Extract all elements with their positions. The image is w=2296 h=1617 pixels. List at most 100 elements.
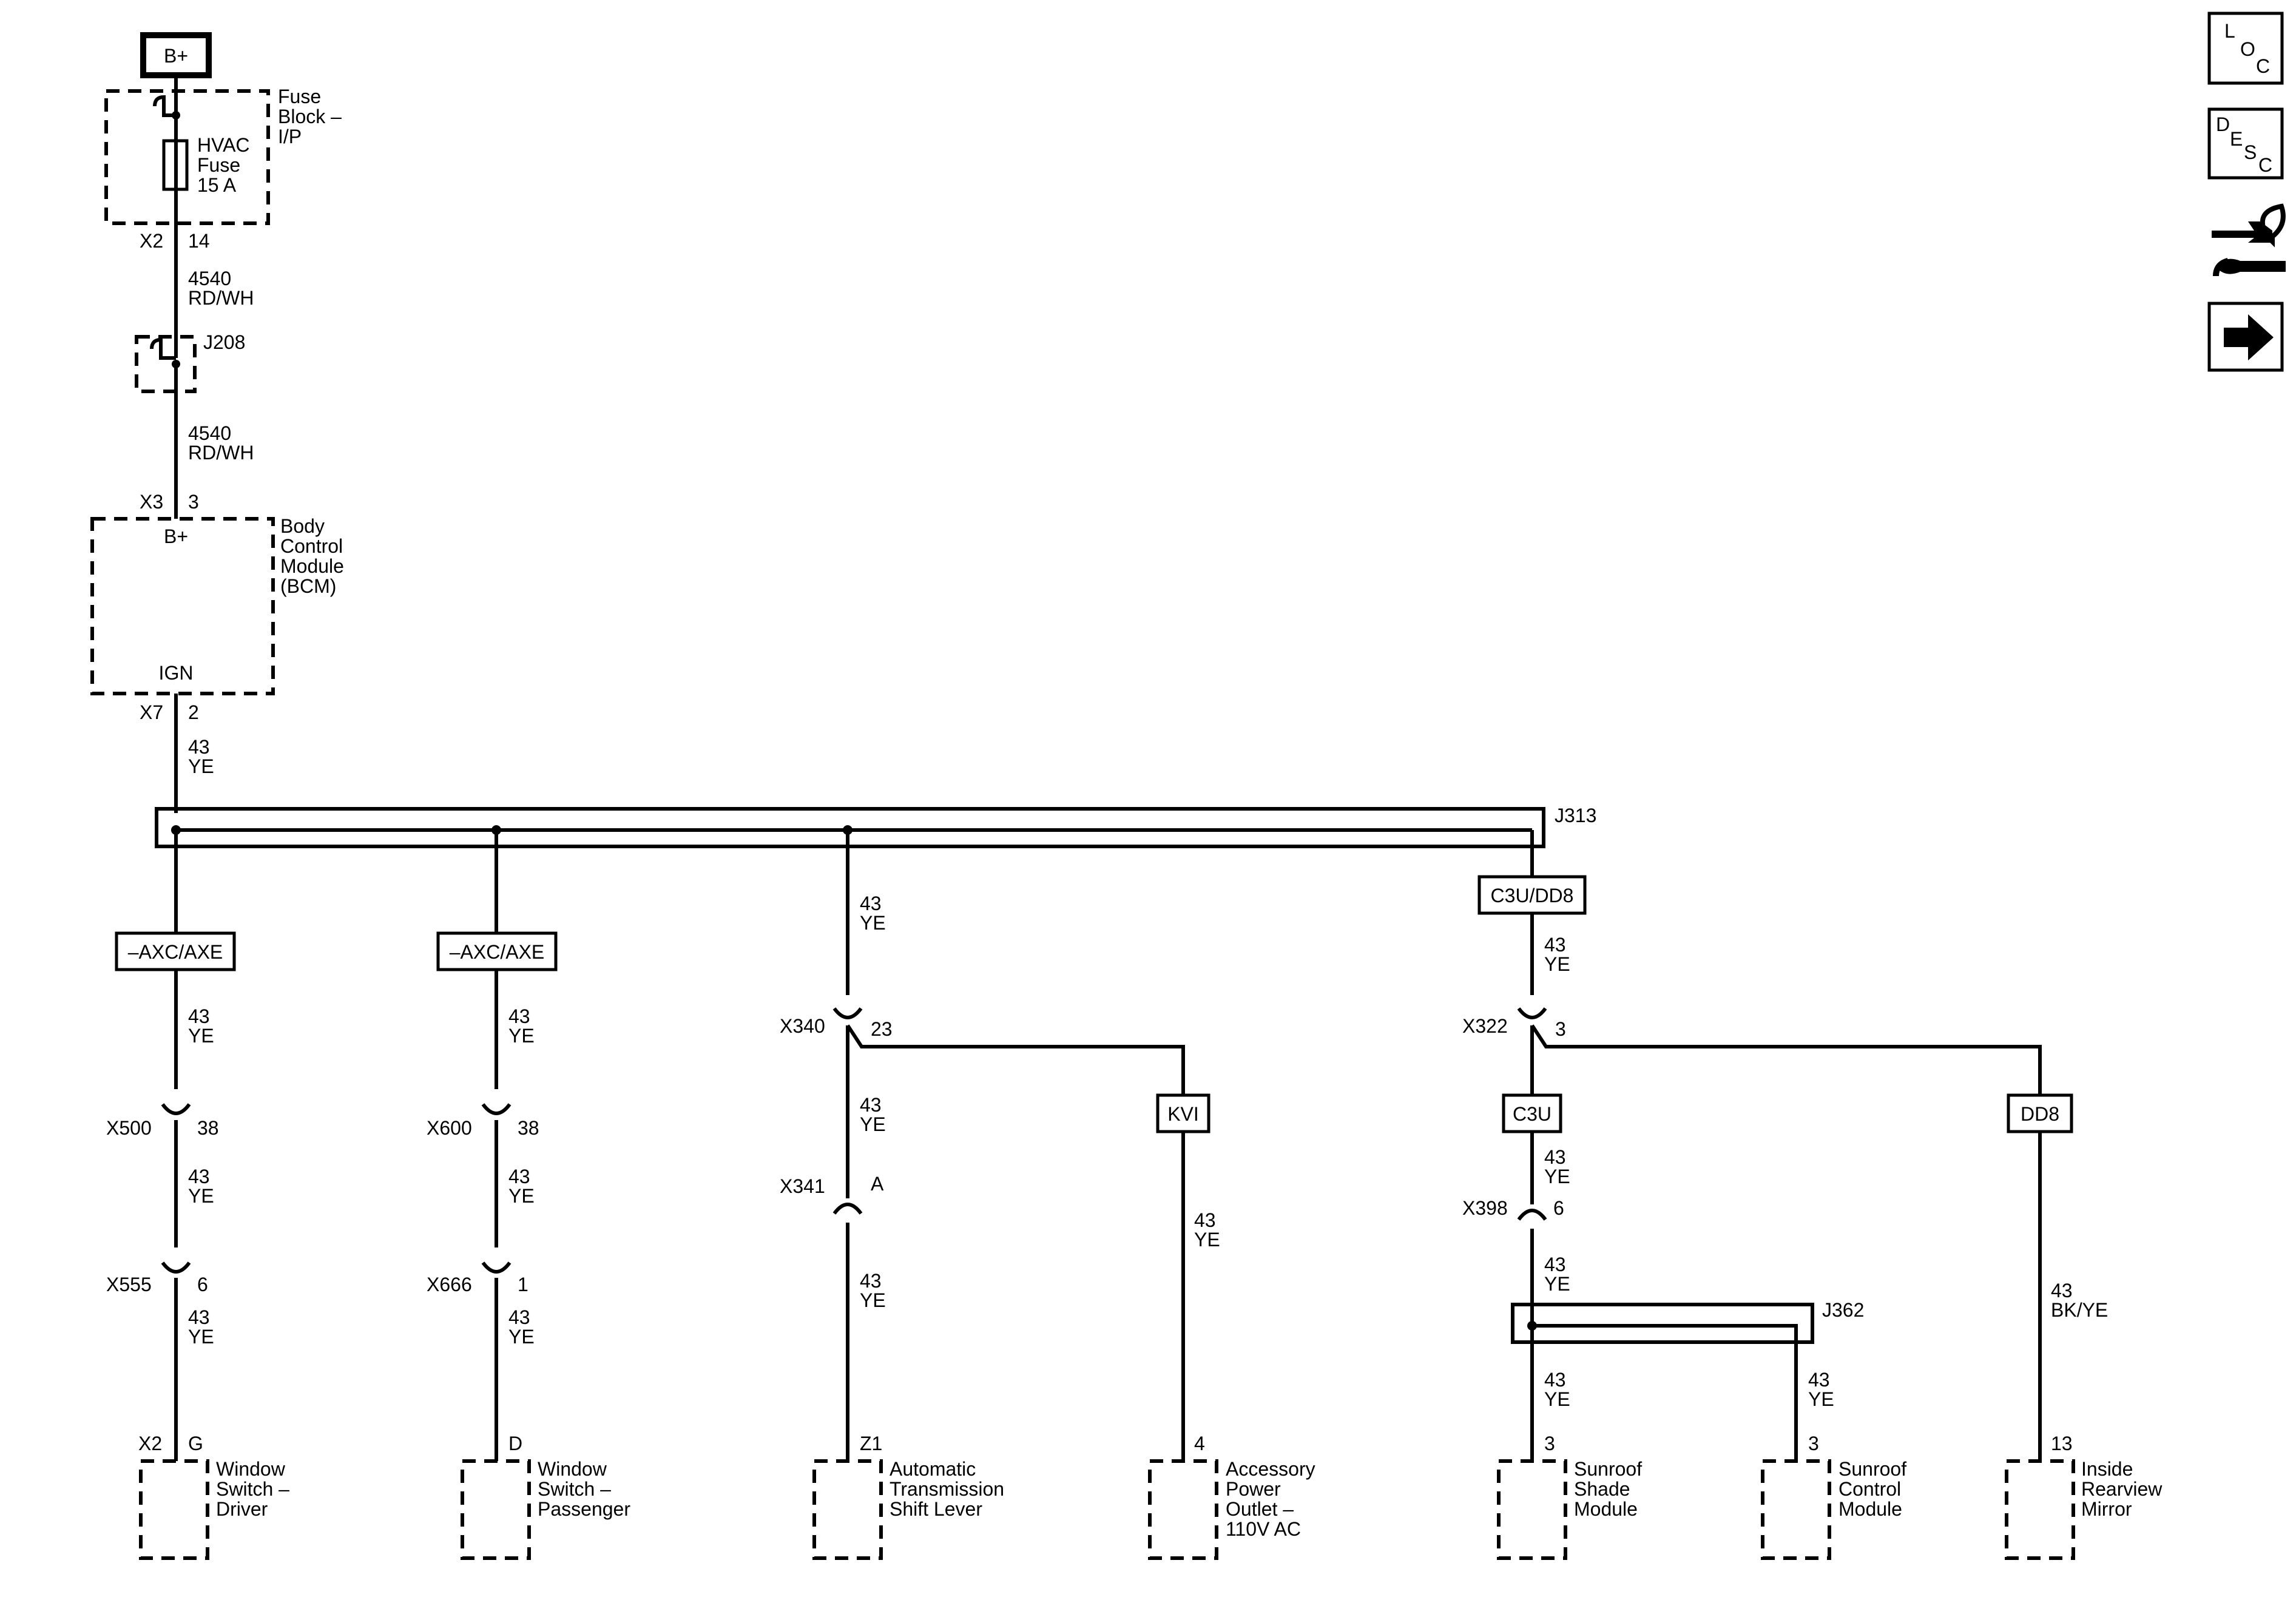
- svg-text:X398: X398: [1462, 1197, 1508, 1219]
- svg-text:43: 43: [188, 1306, 210, 1328]
- svg-text:Z1: Z1: [860, 1433, 882, 1454]
- svg-text:X666: X666: [427, 1274, 472, 1295]
- svg-text:L: L: [2224, 20, 2235, 42]
- svg-text:YE: YE: [188, 1025, 214, 1047]
- accessory-outlet-component: [1148, 1459, 1218, 1560]
- svg-text:YE: YE: [508, 1025, 535, 1047]
- svg-text:6: 6: [1553, 1197, 1564, 1219]
- svg-text:43: 43: [860, 893, 882, 914]
- sunroof-shade-module-component: [1497, 1459, 1567, 1560]
- bcm-in-pin: 3: [188, 491, 199, 513]
- svg-text:43: 43: [508, 1166, 530, 1187]
- svg-text:YE: YE: [1544, 953, 1570, 975]
- svg-text:43: 43: [1194, 1209, 1216, 1231]
- branch-window-switch-driver: –AXC/AXE 43 YE X500 38 43 YE X555 6 43 Y…: [106, 830, 289, 1560]
- arrow-right-icon: [2224, 314, 2274, 360]
- location-view-button[interactable]: L O C: [2207, 12, 2284, 85]
- svg-text:43: 43: [1544, 1369, 1566, 1391]
- svg-text:YE: YE: [188, 1326, 214, 1348]
- diagnostic-tools-icon[interactable]: [2212, 203, 2286, 277]
- svg-text:YE: YE: [1544, 1273, 1570, 1295]
- connector-x340-icon: [832, 1007, 863, 1019]
- svg-text:O: O: [2240, 38, 2255, 60]
- svg-text:YE: YE: [1544, 1388, 1570, 1410]
- battery-positive-source: B+: [140, 32, 212, 78]
- connector-x600-icon: [481, 1103, 512, 1115]
- svg-text:3: 3: [1808, 1433, 1819, 1454]
- svg-text:C3U: C3U: [1513, 1103, 1551, 1125]
- svg-text:C: C: [2258, 154, 2272, 176]
- svg-text:23: 23: [871, 1018, 893, 1040]
- svg-text:E: E: [2230, 128, 2243, 150]
- svg-text:38: 38: [518, 1117, 539, 1139]
- svg-text:43: 43: [508, 1005, 530, 1027]
- inside-rearview-mirror-component: [2005, 1459, 2075, 1560]
- wire-2-circuit: 4540: [188, 422, 231, 444]
- connector-x398-icon: [1517, 1209, 1547, 1221]
- wire-3-color: YE: [188, 755, 214, 777]
- svg-text:–AXC/AXE: –AXC/AXE: [450, 941, 545, 963]
- svg-text:4: 4: [1194, 1433, 1205, 1454]
- bcm-in-connector: X3: [140, 491, 163, 513]
- svg-text:DD8: DD8: [2021, 1103, 2059, 1125]
- wire-3-circuit: 43: [188, 736, 210, 758]
- svg-text:X500: X500: [106, 1117, 152, 1139]
- bcm-bplus-terminal: B+: [164, 525, 188, 547]
- splice-j313: J313: [155, 805, 1596, 848]
- svg-text:43: 43: [1544, 1146, 1566, 1168]
- svg-text:43: 43: [1544, 934, 1566, 956]
- svg-text:43: 43: [1808, 1369, 1830, 1391]
- window-switch-passenger-component: [461, 1459, 531, 1560]
- branch-window-switch-passenger: –AXC/AXE 43 YE X600 38 43 YE X666 1 43 Y…: [427, 830, 630, 1560]
- svg-text:KVI: KVI: [1167, 1103, 1199, 1125]
- svg-text:–AXC/AXE: –AXC/AXE: [128, 941, 223, 963]
- svg-text:YE: YE: [188, 1185, 214, 1207]
- svg-text:YE: YE: [508, 1326, 535, 1348]
- connector-x555-icon: [161, 1261, 191, 1274]
- svg-text:43: 43: [188, 1005, 210, 1027]
- svg-text:13: 13: [2051, 1433, 2073, 1454]
- splice-j313-label: J313: [1555, 805, 1596, 826]
- svg-text:YE: YE: [860, 1113, 886, 1135]
- option-box-axc-axe-passenger: [436, 931, 558, 971]
- description-view-button[interactable]: D E S C: [2207, 107, 2284, 180]
- connector-x500-icon: [161, 1103, 191, 1115]
- svg-text:X555: X555: [106, 1274, 152, 1295]
- svg-text:43: 43: [860, 1270, 882, 1292]
- splice-j208: J208: [135, 331, 245, 393]
- power-label: B+: [164, 45, 188, 67]
- splice-j362: [1511, 1303, 1814, 1344]
- svg-text:43: 43: [508, 1306, 530, 1328]
- svg-text:A: A: [871, 1173, 884, 1195]
- branch-shift-lever: 43 YE X340 23 43 YE X341 A 43 YE Z1 Auto…: [780, 830, 1185, 1560]
- svg-text:3: 3: [1544, 1433, 1555, 1454]
- bcm-out-pin: 2: [188, 701, 199, 723]
- window-switch-driver-component: [139, 1459, 209, 1560]
- svg-text:X341: X341: [780, 1175, 825, 1197]
- bcm-out-connector: X7: [140, 701, 163, 723]
- svg-text:YE: YE: [860, 912, 886, 934]
- svg-text:C3U/DD8: C3U/DD8: [1491, 885, 1574, 906]
- svg-text:D: D: [508, 1433, 522, 1454]
- svg-text:3: 3: [1555, 1018, 1566, 1040]
- svg-text:38: 38: [197, 1117, 219, 1139]
- svg-text:D: D: [2216, 113, 2230, 135]
- connector-x666-icon: [481, 1261, 512, 1274]
- wire-1-circuit: 4540: [188, 268, 231, 289]
- fuse-out-connector: X2: [140, 230, 163, 252]
- wire-1-color: RD/WH: [188, 287, 254, 309]
- next-page-arrow-button[interactable]: [2207, 302, 2284, 372]
- option-box-dd8: [2007, 1093, 2073, 1133]
